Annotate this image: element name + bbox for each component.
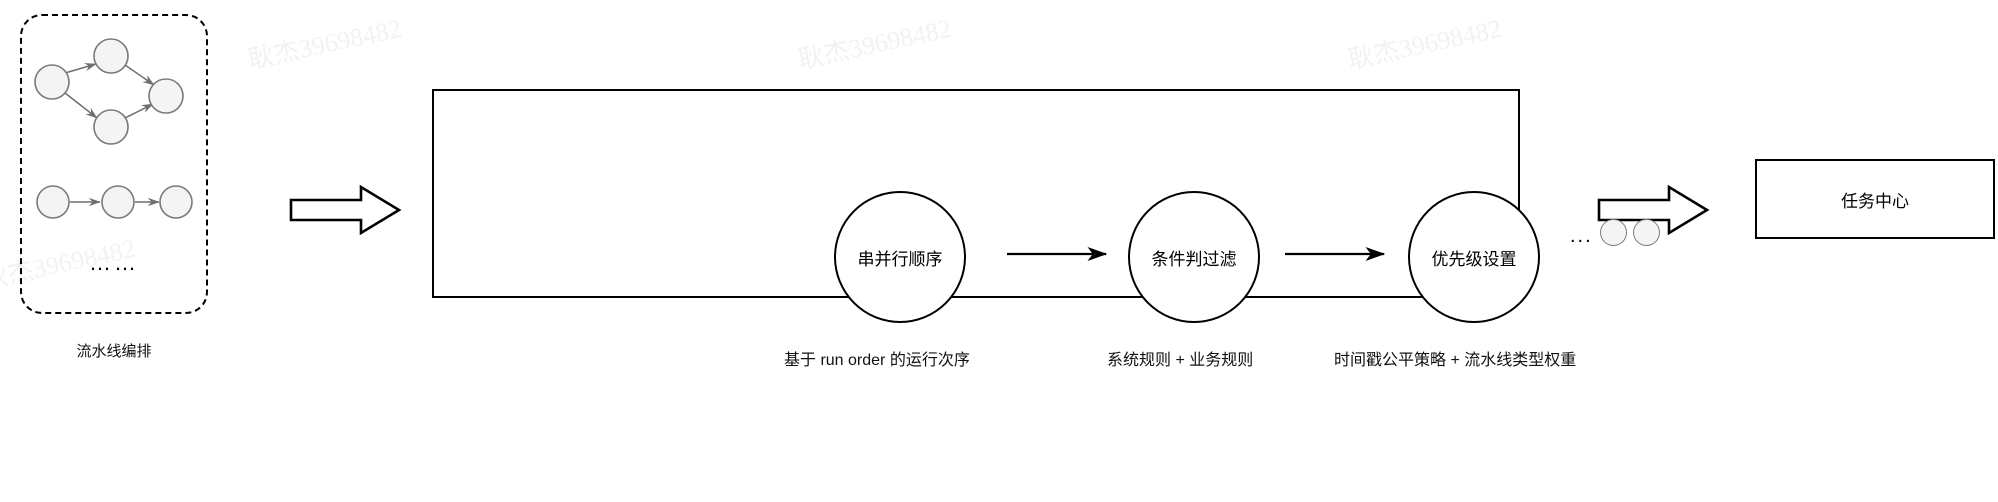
task-center-label: 任务中心 (1841, 191, 1909, 211)
watermark-text: 耿杰39698482 (1345, 13, 1505, 75)
task-center-box: 任务中心 (1755, 159, 1995, 239)
queue-preview-ellipsis: ... (1570, 225, 1593, 247)
watermark-text: 耿杰39698482 (795, 13, 955, 75)
stage-circle-label: 优先级设置 (1431, 249, 1517, 269)
watermark-text: 耿杰39698482 (245, 13, 405, 75)
pipeline-panel-caption: 流水线编排 (76, 343, 152, 360)
stage-circle-condition-filter: 条件判过滤 (1128, 191, 1260, 323)
scheduler-strategy-box: 串并行顺序 条件判过滤 优先级设置 基于 run order 的运行次序 (432, 89, 1576, 369)
stage-circle-label: 串并行顺序 (857, 249, 943, 269)
stage-circle-run-order: 串并行顺序 (834, 191, 966, 323)
pipeline-more-ellipsis: …… (89, 250, 139, 275)
queue-preview-node (1633, 219, 1660, 246)
queue-preview-node (1600, 219, 1627, 246)
pipeline-orchestration-panel (20, 14, 208, 314)
stage-circle-label: 条件判过滤 (1151, 249, 1237, 269)
stage-caption-priority-setting: 时间戳公平策略 + 流水线类型权重 (1334, 352, 1577, 369)
connector-arrow-1 (1007, 246, 1108, 262)
connector-arrow-2 (1285, 246, 1386, 262)
stage-circle-priority-setting: 优先级设置 (1408, 191, 1540, 323)
block-arrow-pipeline-to-scheduler (289, 184, 402, 236)
stage-caption-run-order: 基于 run order 的运行次序 (784, 352, 970, 369)
stage-caption-condition-filter: 系统规则 + 业务规则 (1107, 352, 1254, 369)
